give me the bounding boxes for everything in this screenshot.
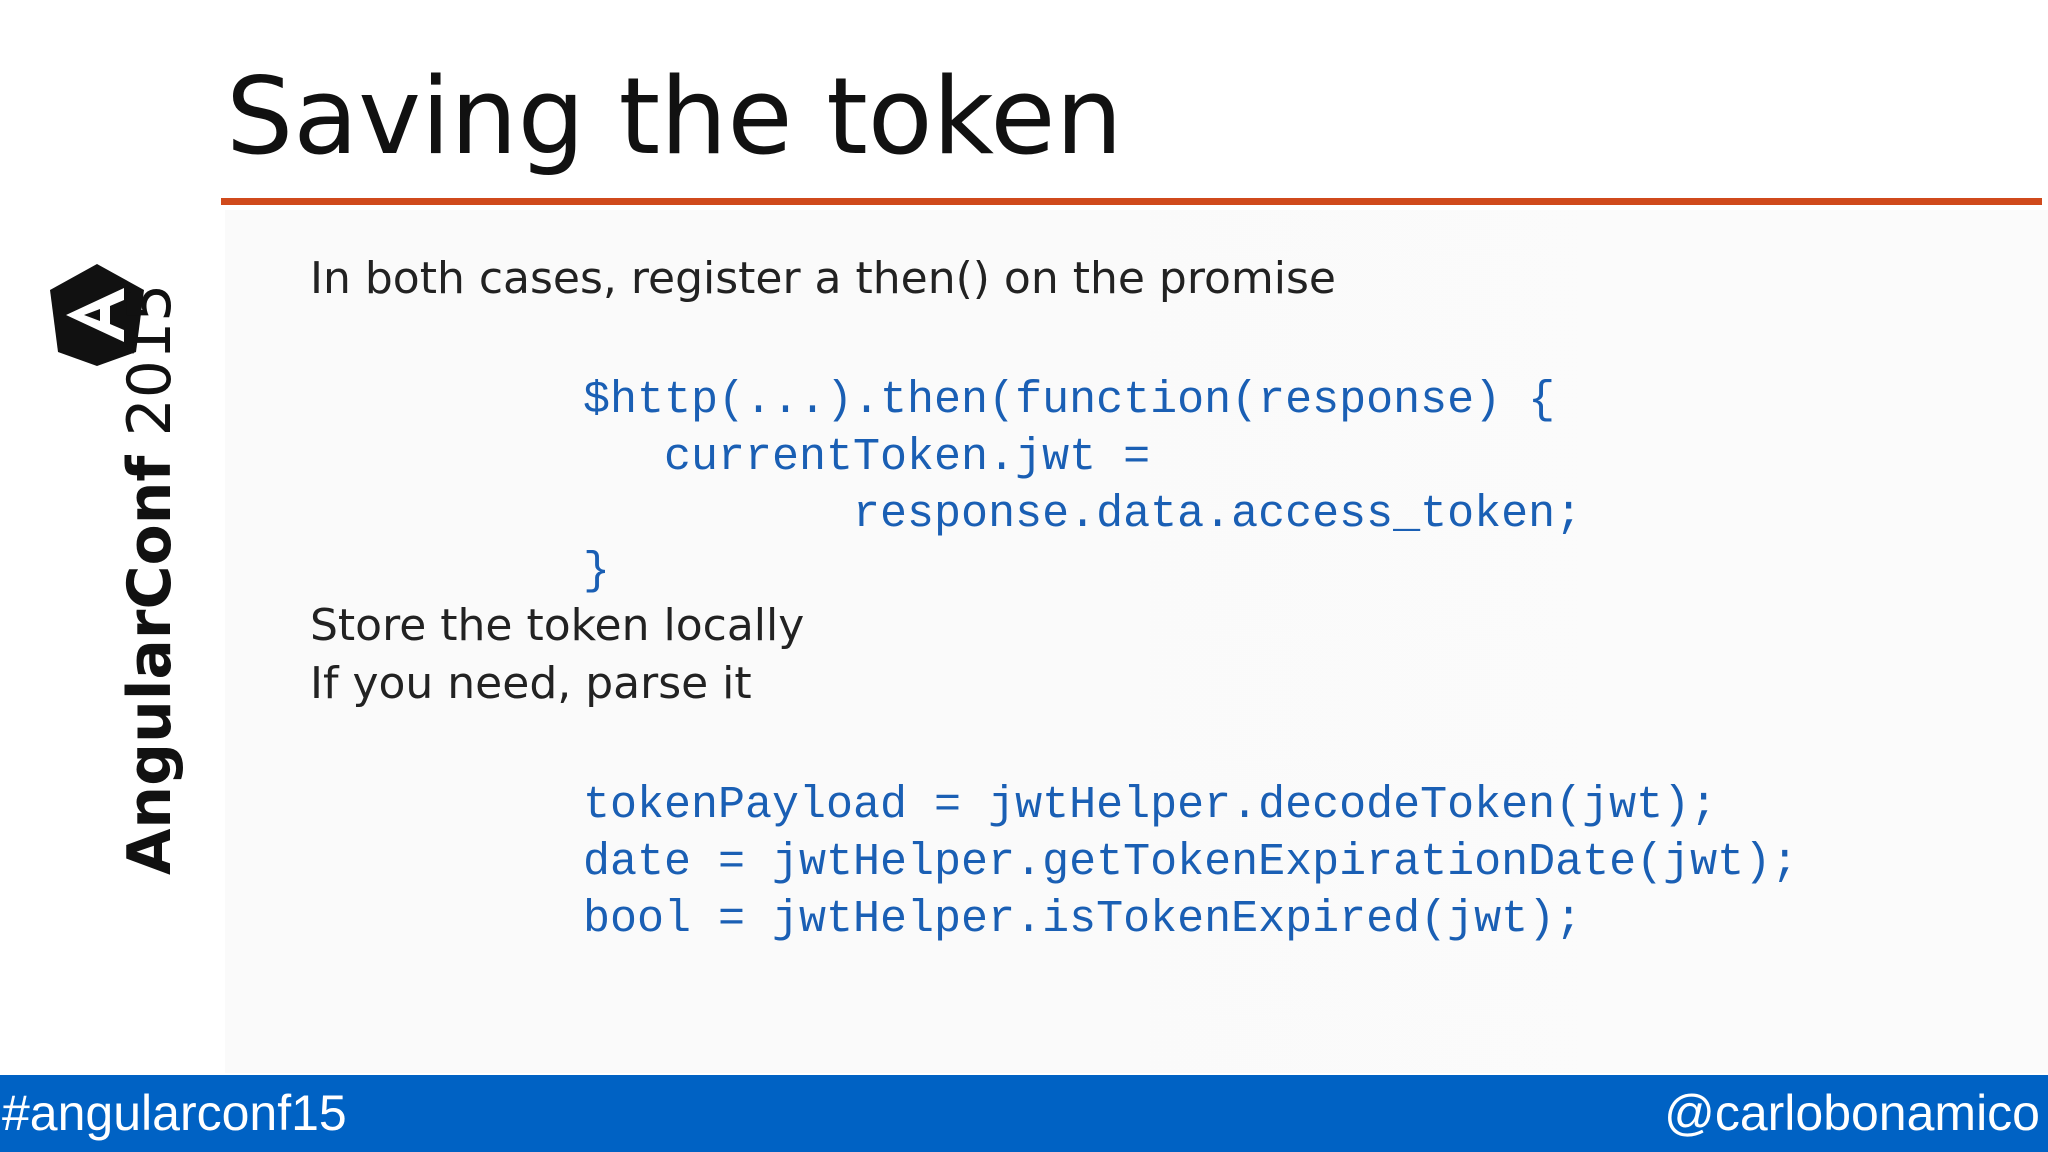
slide-title: Saving the token	[226, 55, 1123, 178]
angular-shield-icon	[44, 262, 150, 368]
footer-bar: #angularconf15 @carlobonamico	[0, 1075, 2048, 1152]
code-line: $http(...).then(function(response) {	[583, 375, 1556, 426]
code-line: tokenPayload = jwtHelper.decodeToken(jwt…	[583, 780, 1718, 831]
paragraph-1: In both cases, register a then() on the …	[310, 253, 1336, 304]
paragraph-2: Store the token locally	[310, 600, 805, 651]
content-panel	[225, 210, 2048, 1073]
footer-handle: @carlobonamico	[1664, 1085, 2040, 1141]
code-line: currentToken.jwt =	[583, 432, 1151, 483]
brand-name: AngularConf	[115, 455, 185, 875]
paragraph-3: If you need, parse it	[310, 658, 752, 709]
code-line: date = jwtHelper.getTokenExpirationDate(…	[583, 837, 1799, 888]
code-line: }	[583, 546, 611, 597]
sidebar-brand: AngularConf 2015	[115, 284, 185, 875]
code-line: bool = jwtHelper.isTokenExpired(jwt);	[583, 894, 1583, 945]
title-divider	[221, 198, 2042, 205]
brand-year: 2015	[115, 283, 185, 456]
code-line: response.data.access_token;	[583, 489, 1583, 540]
footer-hashtag: #angularconf15	[2, 1085, 347, 1141]
